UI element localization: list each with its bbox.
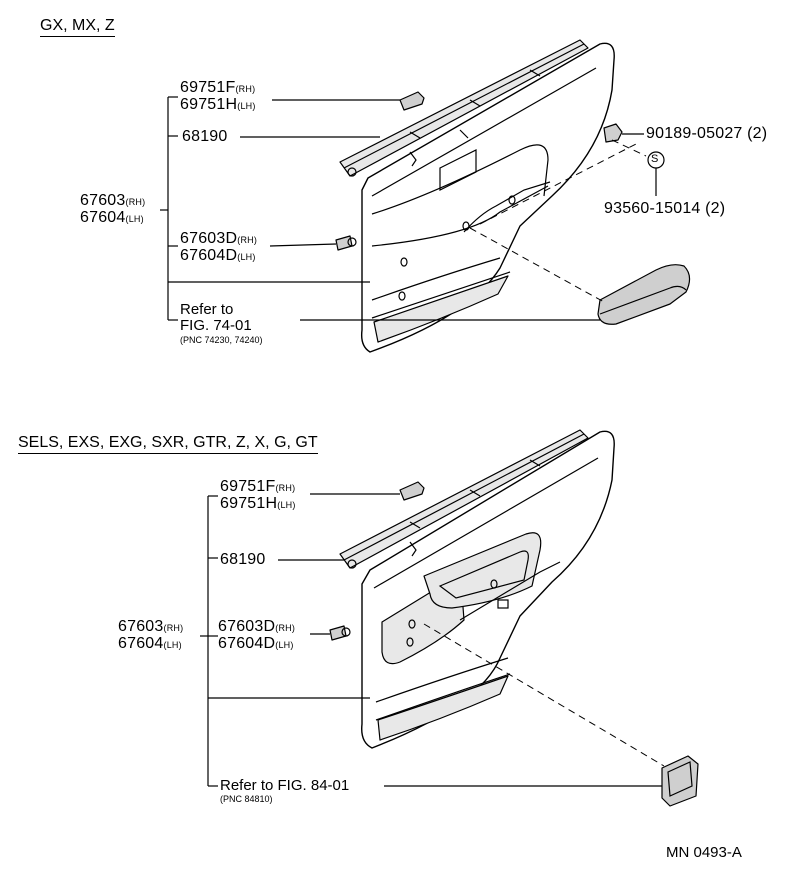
bottom-part-68190: 68190: [220, 551, 266, 568]
top-screw-symbol: S: [651, 153, 659, 165]
bottom-part-69751H-suffix: (LH): [277, 500, 296, 510]
top-ref-line1: Refer to: [180, 301, 234, 318]
bottom-part-67603D: 67603D: [218, 618, 276, 635]
top-part-67603: 67603: [80, 192, 126, 209]
bottom-ref-line: Refer to FIG. 84-01: [220, 777, 350, 794]
top-label-69751H: 69751H(LH): [180, 97, 256, 113]
top-door-trim-panel: [360, 42, 615, 353]
top-part-67604-suffix: (LH): [125, 214, 144, 224]
top-part-69751F-suffix: (RH): [235, 84, 256, 94]
top-part-69751H-suffix: (LH): [237, 101, 256, 111]
bottom-heading: SELS, EXS, EXG, SXR, GTR, Z, X, G, GT: [18, 435, 318, 454]
bottom-ref-pnc: (PNC 84810): [220, 794, 273, 804]
top-part-67603D-suffix: (RH): [237, 235, 258, 245]
bottom-label-69751H: 69751H(LH): [220, 496, 296, 512]
top-label-69751F: 69751F(RH): [180, 80, 255, 96]
top-panel-assembly: [160, 39, 691, 353]
top-armrest-handle: [597, 264, 691, 325]
top-nut-90189: [603, 123, 623, 143]
top-part-67604D: 67604D: [180, 247, 238, 264]
bottom-label-67604: 67604(LH): [118, 636, 182, 652]
top-label-67603: 67603(RH): [80, 193, 145, 209]
top-part-67603-suffix: (RH): [125, 197, 146, 207]
bottom-part-67603-suffix: (RH): [163, 623, 184, 633]
bottom-label-67603D: 67603D(RH): [218, 619, 295, 635]
top-part-69751F: 69751F: [180, 79, 236, 96]
bottom-part-67603D-suffix: (RH): [275, 623, 296, 633]
top-heading: GX, MX, Z: [40, 18, 115, 37]
bottom-switch-cap: [661, 755, 699, 807]
top-part-67604D-suffix: (LH): [237, 252, 256, 262]
bottom-part-69751F-suffix: (RH): [275, 483, 296, 493]
top-part-93560: 93560-15014 (2): [604, 200, 726, 217]
top-ref-pnc: (PNC 74230, 74240): [180, 335, 263, 345]
top-part-67603D: 67603D: [180, 230, 238, 247]
bottom-part-69751F: 69751F: [220, 478, 276, 495]
diagram-code: MN 0493-A: [666, 844, 742, 861]
bottom-part-69751H: 69751H: [220, 495, 278, 512]
top-part-68190: 68190: [182, 128, 228, 145]
bottom-part-67604D: 67604D: [218, 635, 276, 652]
bottom-label-67603: 67603(RH): [118, 619, 183, 635]
top-label-67603D: 67603D(RH): [180, 231, 257, 247]
bottom-clip-69751: [399, 481, 425, 501]
top-clip-69751: [399, 91, 425, 111]
top-part-90189: 90189-05027 (2): [646, 125, 768, 142]
bottom-label-67604D: 67604D(LH): [218, 636, 294, 652]
top-label-67604: 67604(LH): [80, 210, 144, 226]
bottom-panel-assembly: [200, 429, 699, 807]
top-part-69751H: 69751H: [180, 96, 238, 113]
top-ref-line2: FIG. 74-01: [180, 317, 252, 334]
bottom-part-67604D-suffix: (LH): [275, 640, 294, 650]
top-part-67604: 67604: [80, 209, 126, 226]
top-label-67604D: 67604D(LH): [180, 248, 256, 264]
bottom-label-69751F: 69751F(RH): [220, 479, 295, 495]
bottom-part-67604-suffix: (LH): [163, 640, 182, 650]
bottom-part-67604: 67604: [118, 635, 164, 652]
bottom-part-67603: 67603: [118, 618, 164, 635]
